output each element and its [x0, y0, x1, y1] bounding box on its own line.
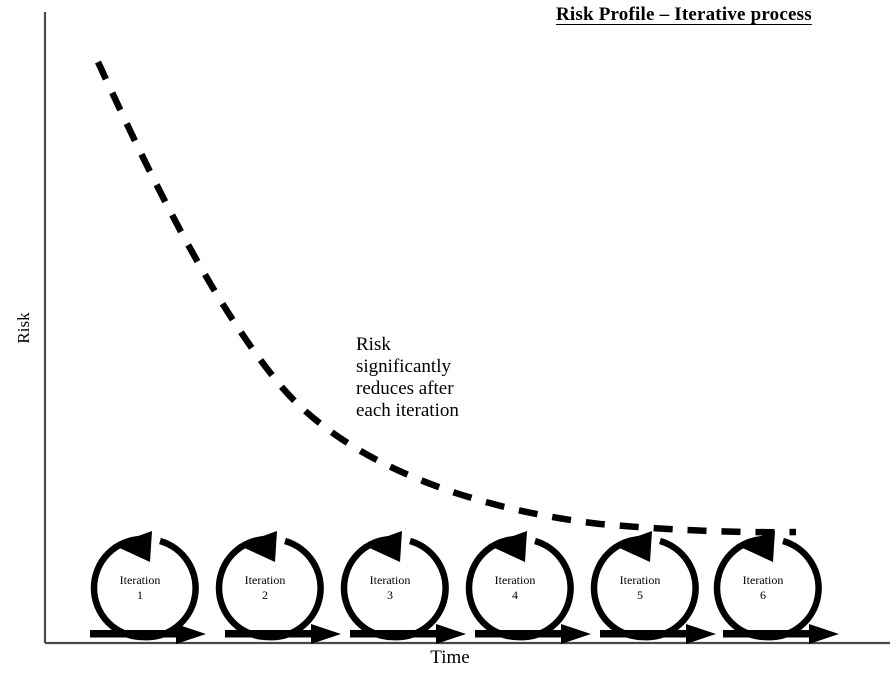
- page-title: Risk Profile – Iterative process: [556, 4, 812, 25]
- iteration-label-number-1: 1: [137, 588, 143, 602]
- iteration-marker-4: [465, 531, 591, 644]
- iteration-label-number-3: 3: [387, 588, 393, 602]
- progress-arrow-head-5: [686, 624, 716, 644]
- y-axis-label: Risk: [14, 312, 33, 344]
- iteration-label-number-5: 5: [637, 588, 643, 602]
- progress-arrow-shaft-5: [600, 630, 686, 638]
- iteration-marker-2: [215, 531, 341, 644]
- iteration-label-word-6: Iteration: [742, 573, 784, 587]
- progress-arrow-head-4: [561, 624, 591, 644]
- iteration-cycle-arrowhead-6: [736, 531, 775, 562]
- annotation-line-4: each iteration: [356, 400, 459, 422]
- iteration-cycle-arrowhead-2: [238, 531, 277, 562]
- iteration-cycle-arrowhead-1: [113, 531, 152, 562]
- iteration-cycle-arrowhead-5: [613, 531, 652, 562]
- progress-arrow-head-3: [436, 624, 466, 644]
- iteration-cycle-arrowhead-3: [363, 531, 402, 562]
- progress-arrow-head-2: [311, 624, 341, 644]
- progress-arrow-shaft-1: [90, 630, 176, 638]
- iteration-label-word-2: Iteration: [244, 573, 286, 587]
- iteration-label-word-1: Iteration: [119, 573, 161, 587]
- iteration-label-word-4: Iteration: [494, 573, 536, 587]
- iteration-label-word-3: Iteration: [369, 573, 411, 587]
- iteration-label-word-5: Iteration: [619, 573, 661, 587]
- iteration-label-1: Iteration 1: [120, 573, 161, 603]
- annotation-line-3: reduces after: [356, 378, 454, 400]
- annotation-line-2: significantly: [356, 356, 451, 378]
- iteration-label-number-6: 6: [760, 588, 766, 602]
- iteration-label-number-4: 4: [512, 588, 518, 602]
- progress-arrow-head-6: [809, 624, 839, 644]
- iteration-label-4: Iteration 4: [495, 573, 536, 603]
- iteration-marker-3: [340, 531, 466, 644]
- x-axis-label: Time: [430, 647, 470, 668]
- progress-arrow-shaft-6: [723, 630, 809, 638]
- risk-curve-dashed: [95, 60, 797, 536]
- iteration-cycle-arrowhead-4: [488, 531, 527, 562]
- curve-annotation: Risk significantly reduces after each it…: [356, 334, 526, 422]
- progress-arrow-shaft-4: [475, 630, 561, 638]
- iteration-label-2: Iteration 2: [245, 573, 286, 603]
- iteration-label-6: Iteration 6: [743, 573, 784, 603]
- iteration-label-number-2: 2: [262, 588, 268, 602]
- iteration-marker-5: [590, 531, 716, 644]
- annotation-line-1: Risk: [356, 334, 391, 355]
- progress-arrow-shaft-2: [225, 630, 311, 638]
- iteration-label-5: Iteration 5: [620, 573, 661, 603]
- progress-arrow-shaft-3: [350, 630, 436, 638]
- iteration-label-3: Iteration 3: [370, 573, 411, 603]
- iteration-marker-1: [90, 531, 206, 644]
- progress-arrow-head-1: [176, 624, 206, 644]
- iteration-marker-6: [713, 531, 839, 644]
